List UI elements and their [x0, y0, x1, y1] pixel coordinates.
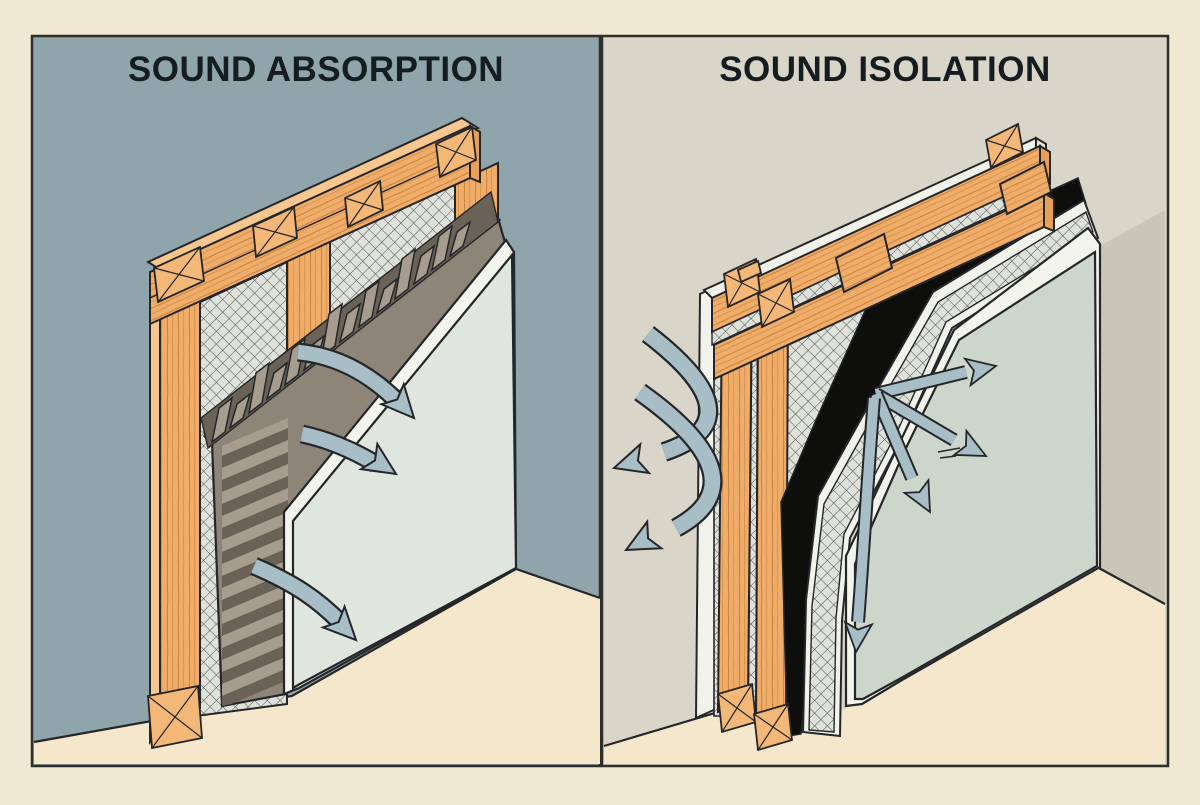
- sound-arrow-icon: [250, 557, 368, 652]
- wood-brace: [834, 232, 894, 294]
- right-drywall-panel: [844, 226, 1102, 708]
- sound-arrow-icon: [299, 424, 406, 488]
- lumber-end-cap: [147, 125, 477, 750]
- foam-accordion-edge: [222, 418, 288, 706]
- deflected-arrow-icon: [841, 397, 881, 655]
- deflected-arrow-icon: [872, 387, 994, 469]
- deflected-arrow-icon: [874, 351, 1000, 401]
- side-wall: [1100, 210, 1165, 606]
- impact-scratch-mark: [937, 447, 961, 459]
- deflected-arrow-icon: [869, 391, 943, 520]
- left-drywall-panel: [282, 238, 518, 696]
- lumber-end-cap: [717, 122, 1025, 752]
- right-panel: [600, 34, 1170, 768]
- wood-brace: [998, 160, 1053, 216]
- bouncing-sound-arrow-icon: [617, 383, 723, 565]
- incoming-sound-arrows: [608, 326, 723, 565]
- deflected-sound-arrows: [841, 351, 1000, 655]
- right-top-plates: [711, 122, 1055, 752]
- foam-wedges: [210, 220, 472, 444]
- left-panel: [30, 34, 602, 768]
- drywall-face: [291, 251, 518, 690]
- left-sound-arrows: [250, 342, 427, 652]
- sound-arrow-icon: [296, 342, 427, 430]
- left-panel-title: SOUND ABSORPTION: [127, 50, 505, 89]
- right-panel-title: SOUND ISOLATION: [719, 50, 1051, 89]
